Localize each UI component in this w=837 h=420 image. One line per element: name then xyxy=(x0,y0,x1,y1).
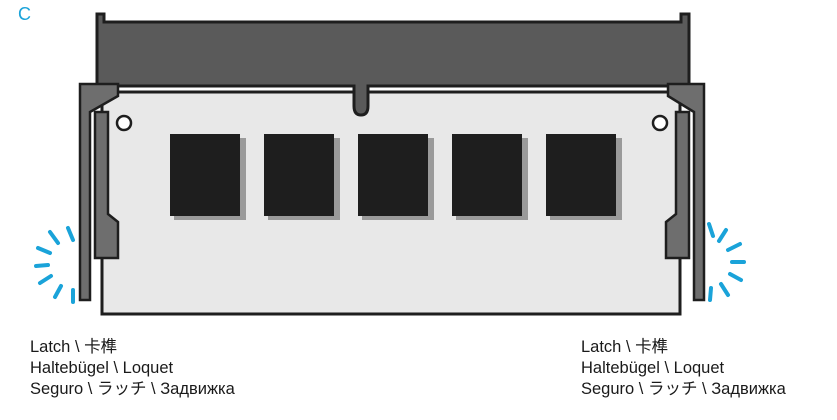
left-latch-tab xyxy=(93,110,120,260)
mounting-hole-left xyxy=(115,114,133,132)
latch-caption-right-line3: Seguro \ ラッチ \ Задвижка xyxy=(581,380,786,398)
right-latch-tab xyxy=(664,110,691,260)
latch-caption-left: Latch \ 卡榫 Haltebügel \ Loquet Seguro \ … xyxy=(30,337,235,400)
left-latch xyxy=(78,82,120,302)
mounting-hole-right xyxy=(651,114,669,132)
latch-caption-left-line1: Latch \ 卡榫 xyxy=(30,338,118,356)
memory-chip-2 xyxy=(264,134,334,216)
latch-caption-left-line3: Seguro \ ラッチ \ Задвижка xyxy=(30,380,235,398)
memory-chip-4 xyxy=(452,134,522,216)
right-latch xyxy=(666,82,706,302)
latch-caption-left-line2: Haltebügel \ Loquet xyxy=(30,359,174,377)
latch-caption-right: Latch \ 卡榫 Haltebügel \ Loquet Seguro \ … xyxy=(581,337,786,400)
memory-chip-3 xyxy=(358,134,428,216)
step-label: C xyxy=(18,4,31,24)
memory-chip-5 xyxy=(546,134,616,216)
socket-connector xyxy=(95,12,691,117)
latch-caption-right-line1: Latch \ 卡榫 xyxy=(581,338,669,356)
latch-release-left-icon xyxy=(34,226,75,304)
latch-caption-right-line2: Haltebügel \ Loquet xyxy=(581,359,725,377)
memory-chip-1 xyxy=(170,134,240,216)
latch-release-right-icon xyxy=(707,222,746,302)
